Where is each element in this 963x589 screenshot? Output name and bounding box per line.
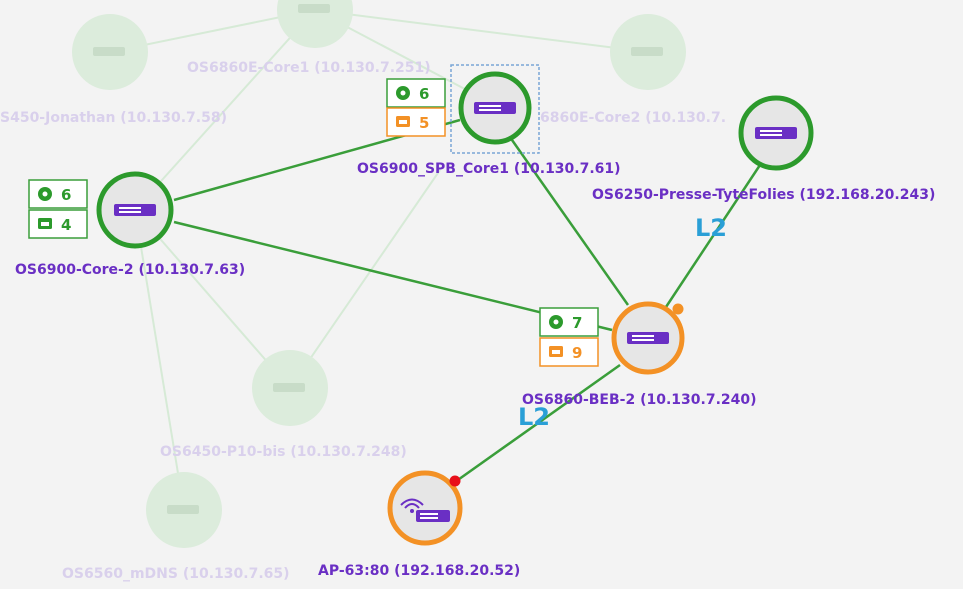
services-badge-core2[interactable]: 6	[28, 179, 88, 209]
ports-badge-beb2[interactable]: 9	[539, 337, 599, 367]
critical-status-dot	[449, 475, 461, 487]
port-icon	[396, 116, 410, 127]
link-core2-beb2[interactable]	[173, 220, 613, 332]
faded-node-os6560-mdns[interactable]: OS6560_mDNS (10.130.7.65)	[62, 472, 290, 582]
ports-count: 4	[61, 216, 71, 234]
faded-node-os6860e-core2[interactable]: 6860E-Core2 (10.130.7.	[540, 14, 726, 126]
services-badge-beb2[interactable]: 7	[539, 307, 599, 337]
link-type-label: L2	[695, 214, 727, 242]
link-beb2-ap[interactable]	[454, 363, 621, 484]
services-count: 6	[419, 85, 429, 103]
faded-link	[289, 169, 441, 389]
node-label: AP-63:80 (192.168.20.52)	[318, 563, 520, 579]
link-presse-beb2[interactable]	[662, 164, 762, 311]
ports-badge-core2[interactable]: 4	[28, 209, 88, 239]
switch-icon	[627, 332, 669, 344]
gear-icon	[396, 86, 410, 100]
services-count: 7	[572, 314, 582, 332]
gear-icon	[549, 315, 563, 329]
switch-icon	[755, 127, 797, 139]
ports-count: 5	[419, 114, 429, 132]
faded-link	[134, 9, 316, 211]
port-icon	[38, 218, 52, 229]
node-os6860-beb-2[interactable]: OS6860-BEB-2 (10.130.7.240)	[522, 301, 757, 409]
link-type-label: L2	[518, 403, 550, 431]
switch-icon	[474, 102, 516, 114]
ports-count: 9	[572, 344, 582, 362]
ports-badge-core1[interactable]: 5	[386, 107, 446, 137]
services-badge-core1[interactable]: 6	[386, 78, 446, 108]
faded-link	[134, 209, 291, 389]
faded-node-label: 6860E-Core2 (10.130.7.	[540, 110, 726, 126]
node-os6900-spb-core1[interactable]: OS6900_SPB_Core1 (10.130.7.61)	[357, 64, 621, 177]
node-os6250-presse-tytefolies[interactable]: OS6250-Presse-TyteFolies (192.168.20.243…	[592, 95, 935, 203]
node-label: OS6900_SPB_Core1 (10.130.7.61)	[357, 161, 621, 177]
faded-node-label: OS6450-P10-bis (10.130.7.248)	[160, 444, 407, 460]
services-count: 6	[61, 186, 71, 204]
node-label: OS6900-Core-2 (10.130.7.63)	[15, 262, 245, 278]
link-core1-beb2[interactable]	[510, 139, 630, 306]
wifi-access-point-icon	[400, 498, 450, 522]
port-icon	[549, 346, 563, 357]
faded-links	[109, 9, 649, 511]
faded-link	[314, 9, 649, 53]
node-label: OS6860-BEB-2 (10.130.7.240)	[522, 392, 757, 408]
faded-node-label: OS6560_mDNS (10.130.7.65)	[62, 566, 290, 582]
warning-status-dot	[672, 303, 684, 315]
switch-icon	[114, 204, 156, 216]
faded-link	[134, 209, 185, 511]
faded-node-os6450-p10-bis[interactable]: OS6450-P10-bis (10.130.7.248)	[160, 350, 407, 460]
faded-node-os6860e-core1[interactable]: OS6860E-Core1 (10.130.7.251)	[187, 0, 431, 76]
node-label: OS6250-Presse-TyteFolies (192.168.20.243…	[592, 187, 935, 203]
selection-box	[450, 64, 540, 154]
faded-node-label: S450-Jonathan (10.130.7.58)	[0, 110, 227, 126]
node-os6900-core-2[interactable]: OS6900-Core-2 (10.130.7.63)	[15, 171, 245, 278]
faded-node-os6450-jonathan[interactable]: S450-Jonathan (10.130.7.58)	[0, 14, 227, 126]
faded-node-label: OS6860E-Core1 (10.130.7.251)	[187, 60, 431, 76]
gear-icon	[38, 187, 52, 201]
node-ap-63-80[interactable]: AP-63:80 (192.168.20.52)	[318, 470, 520, 579]
